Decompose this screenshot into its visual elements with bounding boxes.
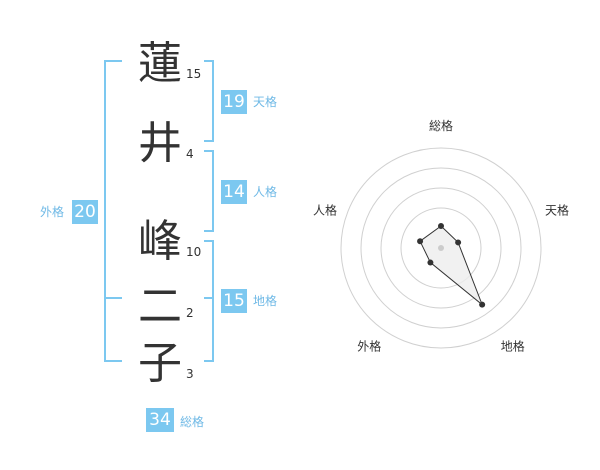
name-char-1: 蓮 <box>138 38 182 89</box>
jinkaku-label: 人格 <box>253 185 278 199</box>
radar-axis-label: 人格 <box>313 202 337 217</box>
chikaku-bracket <box>204 240 214 362</box>
radar-point <box>455 239 462 246</box>
jinkaku-bracket <box>204 150 214 232</box>
radar-ring <box>340 147 542 349</box>
gaikaku-value: 20 <box>72 200 98 224</box>
name-char-5: 子 <box>138 338 182 389</box>
soukaku-value: 34 <box>146 408 174 432</box>
radar-point <box>427 259 434 266</box>
chikaku-value: 15 <box>221 289 247 313</box>
radar-axis-label: 天格 <box>545 202 569 217</box>
radar-ring <box>400 207 482 289</box>
chikaku-bracket-tick <box>204 297 214 299</box>
gaikaku-label: 外格 <box>40 205 65 219</box>
radar-axis-label: 総格 <box>429 118 453 133</box>
radar-ring <box>360 167 522 329</box>
radar-point <box>417 238 424 245</box>
radar-point <box>438 223 444 229</box>
radar-polygon <box>419 225 484 307</box>
tenkaku-label: 天格 <box>253 95 278 109</box>
tenkaku-value: 19 <box>221 90 247 114</box>
gaikaku-bracket-tick <box>104 297 122 299</box>
chikaku-label: 地格 <box>253 294 278 308</box>
name-char-3: 峰 <box>138 216 182 267</box>
radar-axis-label: 外格 <box>357 339 381 354</box>
stroke-count-4: 2 <box>186 306 194 320</box>
stroke-count-2: 4 <box>186 147 194 161</box>
radar-ring <box>380 187 502 309</box>
stroke-count-1: 15 <box>186 67 202 81</box>
radar-center <box>438 245 444 251</box>
name-char-2: 井 <box>138 118 182 169</box>
tenkaku-bracket <box>204 60 214 142</box>
name-char-4: 二 <box>138 281 182 332</box>
stroke-count-3: 10 <box>186 245 202 259</box>
radar-point <box>479 301 486 308</box>
soukaku-label: 総格 <box>180 415 205 429</box>
gaikaku-bracket <box>104 60 122 362</box>
stroke-count-5: 3 <box>186 367 194 381</box>
jinkaku-value: 14 <box>221 180 247 204</box>
radar-axis-label: 地格 <box>501 339 525 354</box>
